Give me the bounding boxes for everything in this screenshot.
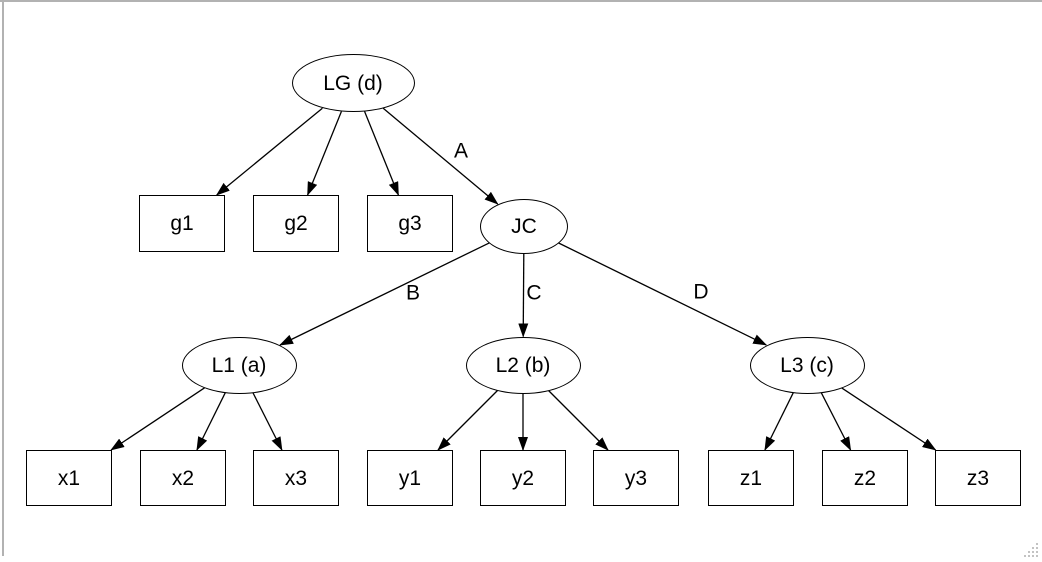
edge-label-C: C [526,281,542,305]
node-y2: y2 [480,450,566,506]
edge-L1-x1 [110,387,205,451]
node-JC: JC [480,198,568,254]
edge-LG-JC [382,107,499,205]
edge-LG-g2 [306,111,343,196]
edge-label-A: A [453,139,469,163]
node-z1: z1 [708,450,794,506]
edge-L2-y1 [437,390,498,451]
node-z3: z3 [935,450,1021,506]
node-LG: LG (d) [291,54,415,112]
window-left-border [2,0,4,556]
resize-grip-icon[interactable] [1022,541,1040,559]
node-y3: y3 [593,450,679,506]
edge-L1-x2 [196,392,226,451]
edge-L3-z3 [841,387,937,451]
node-x1: x1 [26,450,112,506]
node-g1: g1 [139,195,225,252]
window-top-border [0,0,1042,2]
node-L2: L2 (b) [465,336,581,394]
edge-LG-g3 [363,111,400,196]
node-g3: g3 [367,195,453,252]
edge-JC-L3 [558,242,768,346]
node-g2: g2 [253,195,339,252]
node-y1: y1 [367,450,453,506]
edge-LG-g1 [215,107,323,196]
node-x2: x2 [140,450,226,506]
node-z2: z2 [822,450,908,506]
node-x3: x3 [253,450,339,506]
edge-JC-L2 [518,253,529,338]
edge-L1-x3 [252,392,283,451]
edge-L3-z1 [764,392,794,451]
edge-JC-L1 [279,242,490,346]
node-L1: L1 (a) [181,336,297,394]
edge-L2-y3 [548,390,609,451]
edge-L3-z2 [820,392,852,451]
edge-label-D: D [693,280,709,304]
edge-label-B: B [405,281,421,305]
node-L3: L3 (c) [749,336,865,394]
